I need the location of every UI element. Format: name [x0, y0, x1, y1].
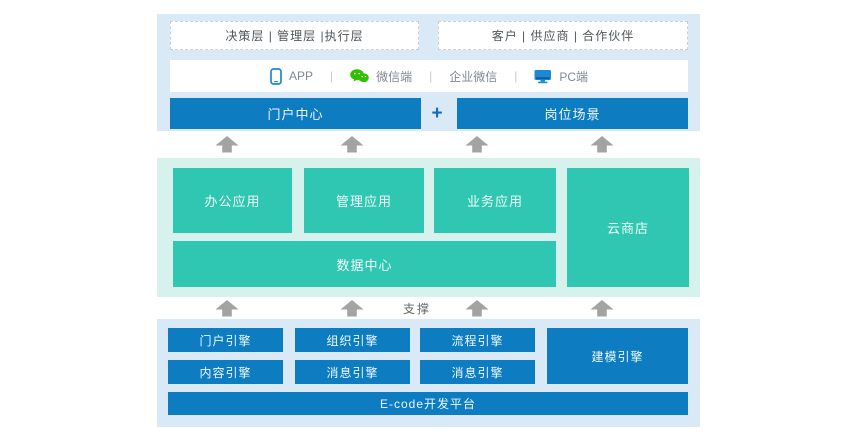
- management-apps-box: 管理应用: [304, 168, 424, 233]
- channel-app: APP: [270, 67, 313, 85]
- user-groups-external-box: 客户 | 供应商 | 合作伙伴: [438, 21, 688, 50]
- channel-app-label: APP: [288, 69, 313, 83]
- user-groups-internal-label: 决策层 | 管理层 |执行层: [225, 29, 364, 43]
- data-center-label: 数据中心: [336, 257, 393, 273]
- position-scene-box: 岗位场景: [457, 98, 688, 129]
- monitor-icon: [534, 69, 552, 84]
- office-apps-box: 办公应用: [173, 168, 292, 233]
- up-arrow-icon: [215, 300, 239, 317]
- cloud-store-box: 云商店: [567, 168, 689, 287]
- portal-center-box: 门户中心: [170, 98, 421, 129]
- up-arrow-icon: [465, 136, 489, 153]
- wechat-icon: [350, 69, 369, 83]
- channel-enterprise-wechat-label: 企业微信: [449, 69, 498, 84]
- content-engine-box: 内容引擎: [168, 360, 283, 384]
- modeling-engine-label: 建模引擎: [591, 349, 644, 364]
- position-scene-label: 岗位场景: [544, 107, 601, 122]
- up-arrow-icon: [465, 300, 489, 317]
- user-groups-internal-box: 决策层 | 管理层 |执行层: [170, 21, 419, 50]
- portal-engine-label: 门户引擎: [199, 333, 252, 348]
- channel-bar: APP | 微信端 | 企业微信 |: [170, 60, 688, 92]
- message-engine-box: 消息引擎: [295, 360, 410, 384]
- organization-engine-box: 组织引擎: [295, 328, 410, 352]
- user-groups-external-label: 客户 | 供应商 | 合作伙伴: [491, 29, 635, 43]
- channel-separator: |: [329, 69, 334, 83]
- business-apps-label: 业务应用: [466, 194, 523, 209]
- channel-wechat-label: 微信端: [376, 69, 413, 84]
- channel-pc-label: PC端: [559, 69, 589, 84]
- channel-enterprise-wechat: 企业微信: [449, 68, 497, 85]
- message-engine-label-2: 消息引擎: [451, 365, 504, 380]
- management-apps-label: 管理应用: [335, 194, 392, 209]
- message-engine-box-2: 消息引擎: [420, 360, 535, 384]
- process-engine-box: 流程引擎: [420, 328, 535, 352]
- channel-wechat: 微信端: [350, 68, 412, 85]
- portal-engine-box: 门户引擎: [168, 328, 283, 352]
- modeling-engine-box: 建模引擎: [547, 328, 688, 384]
- up-arrow-icon: [590, 136, 614, 153]
- data-center-box: 数据中心: [173, 241, 556, 287]
- cloud-store-label: 云商店: [606, 221, 649, 236]
- up-arrow-icon: [215, 136, 239, 153]
- plus-sign: +: [431, 102, 443, 124]
- channel-pc: PC端: [534, 68, 588, 85]
- office-apps-label: 办公应用: [204, 194, 261, 209]
- organization-engine-label: 组织引擎: [326, 333, 379, 348]
- up-arrow-icon: [340, 136, 364, 153]
- support-label: 支撑: [402, 301, 431, 316]
- ecode-platform-box: E-code开发平台: [168, 392, 688, 415]
- phone-icon: [270, 67, 282, 85]
- process-engine-label: 流程引擎: [451, 333, 504, 348]
- channel-separator: |: [429, 69, 433, 83]
- channel-separator: |: [514, 69, 518, 83]
- ecode-platform-label: E-code开发平台: [379, 397, 477, 411]
- content-engine-label: 内容引擎: [199, 365, 252, 380]
- portal-center-label: 门户中心: [267, 107, 324, 122]
- up-arrow-icon: [340, 300, 364, 317]
- up-arrow-icon: [590, 300, 614, 317]
- message-engine-label: 消息引擎: [326, 365, 379, 380]
- business-apps-box: 业务应用: [434, 168, 556, 233]
